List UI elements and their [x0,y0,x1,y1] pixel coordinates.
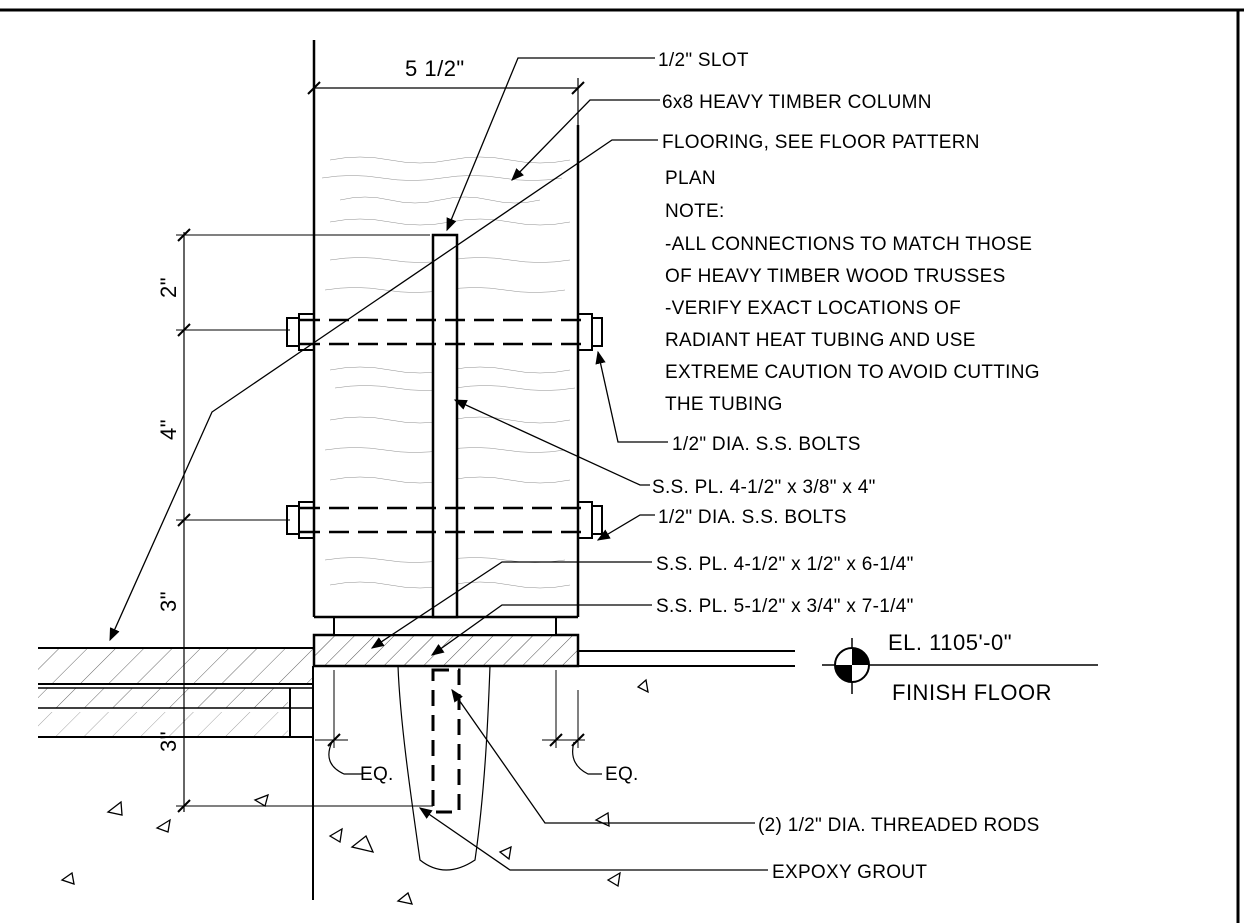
dimension-2in: 2" [156,277,181,298]
grout-label: EXPOXY GROUT [772,862,927,883]
eq-right-label: EQ. [605,764,639,785]
note-2d: THE TUBING [665,394,783,415]
flooring-label-line-2: PLAN [665,168,716,189]
note-title: NOTE: [665,201,725,222]
dimension-3in-lower: 3" [156,731,181,752]
threaded-rods-outline [431,668,461,814]
width-dimension-label: 5 1/2" [405,56,465,81]
top-plate [333,616,557,636]
eq-dimension-marks [315,670,602,775]
slot-label: 1/2" SLOT [658,50,749,71]
plate-vertical-label: S.S. PL. 4-1/2" x 3/8" x 4" [652,477,876,498]
eq-left-label: EQ. [360,764,394,785]
width-dimension [307,78,585,125]
flooring-top-layer [38,648,314,684]
plate-top-label: S.S. PL. 4-1/2" x 1/2" x 6-1/4" [656,554,914,575]
note-1b: OF HEAVY TIMBER WOOD TRUSSES [665,266,1006,287]
dimension-3in-upper: 3" [156,591,181,612]
note-2c: EXTREME CAUTION TO AVOID CUTTING [665,362,1040,383]
flooring-label-line-1: FLOORING, SEE FLOOR PATTERN [662,132,980,153]
plate-base-label: S.S. PL. 5-1/2" x 3/4" x 7-1/4" [656,596,914,617]
flooring-bottom-layer [38,712,288,736]
leader-lines [109,57,768,871]
epoxy-grout-plug [397,665,491,871]
elevation-label: EL. 1105'-0" [888,630,1012,655]
note-2a: -VERIFY EXACT LOCATIONS OF [665,298,961,319]
elevation-marker [822,638,1098,694]
bolts-lower-label: 1/2" DIA. S.S. BOLTS [658,507,847,528]
column-label: 6x8 HEAVY TIMBER COLUMN [662,92,932,113]
bolts-upper-label: 1/2" DIA. S.S. BOLTS [672,434,861,455]
vertical-dimension-string [176,228,433,813]
concrete-aggregate-marks [60,678,649,905]
base-plate [312,633,580,668]
vertical-steel-plate [431,233,459,619]
threaded-rods-label: (2) 1/2" DIA. THREADED RODS [758,815,1040,836]
lower-bolt [286,501,603,539]
note-2b: RADIANT HEAT TUBING AND USE [665,330,976,351]
finish-floor-label: FINISH FLOOR [892,680,1052,705]
note-1a: -ALL CONNECTIONS TO MATCH THOSE [665,234,1032,255]
dimension-4in: 4" [156,419,181,440]
flooring-middle-layer [38,688,288,708]
upper-bolt [286,313,603,351]
